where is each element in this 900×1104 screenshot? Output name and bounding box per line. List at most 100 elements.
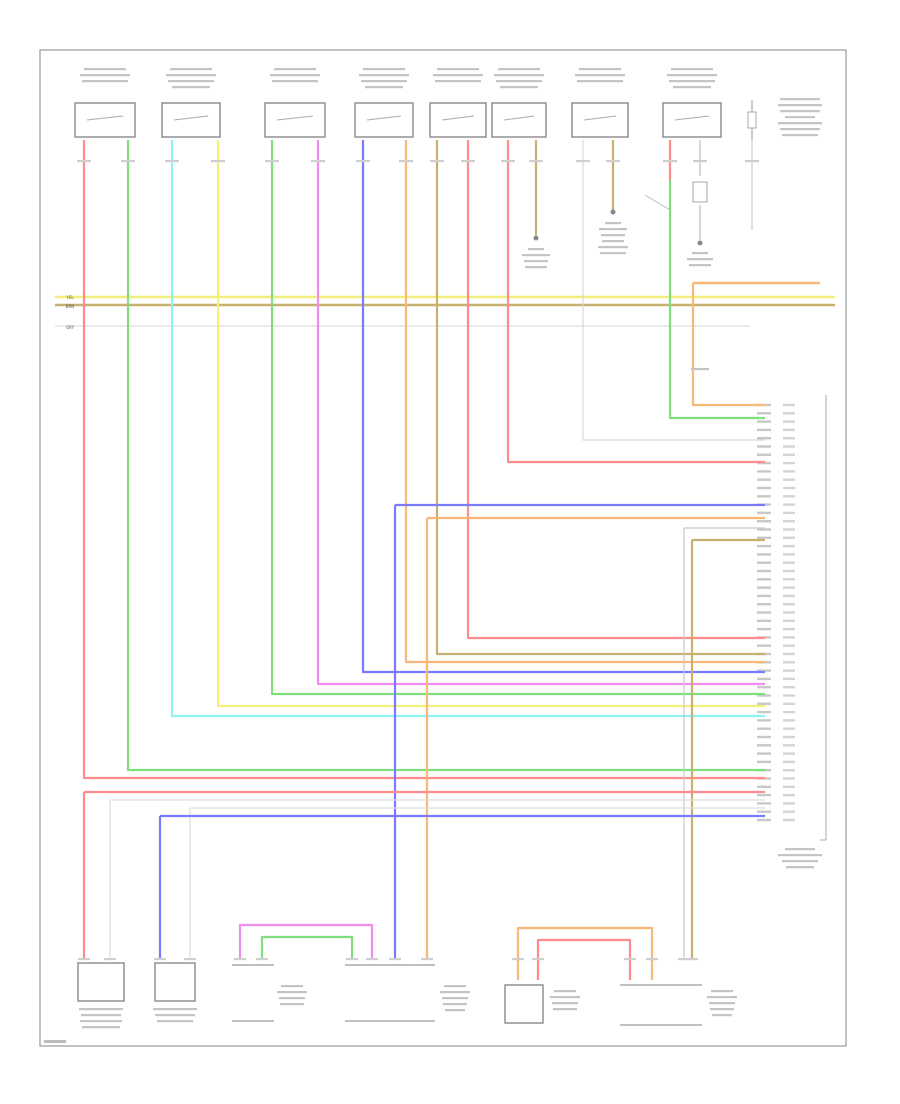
wire-tan bbox=[435, 140, 765, 656]
loop-wire-red bbox=[536, 938, 632, 980]
main-unit-pin-label bbox=[783, 735, 795, 739]
bottom-pin-label bbox=[624, 958, 636, 961]
top-component-label-line bbox=[172, 86, 210, 89]
main-unit-pin-label bbox=[783, 495, 795, 498]
ground-label-line bbox=[522, 254, 550, 257]
main-unit-pin-label bbox=[783, 412, 795, 415]
fuse-label-line bbox=[780, 110, 820, 113]
main-unit-pin-label bbox=[783, 769, 795, 772]
top-component-label bbox=[494, 68, 544, 89]
top-component-label-line bbox=[500, 86, 538, 89]
main-unit-pin-label bbox=[783, 553, 795, 556]
bottom-pin-label bbox=[678, 958, 690, 961]
bottom-pin-label bbox=[154, 958, 166, 961]
bottom-pin-label bbox=[512, 958, 524, 961]
main-unit-pin bbox=[757, 694, 771, 697]
top-component-label-line bbox=[82, 80, 128, 83]
footer-code bbox=[44, 1040, 66, 1043]
main-unit-pin-label bbox=[783, 710, 795, 714]
top-component-label-line bbox=[435, 80, 481, 83]
wire-gray bbox=[582, 140, 765, 441]
top-pin-label bbox=[663, 160, 677, 163]
top-component-label-line bbox=[494, 74, 544, 77]
main-unit-pin-label bbox=[783, 777, 795, 780]
top-pin-label bbox=[77, 160, 91, 163]
main-unit-pin-label bbox=[783, 652, 795, 656]
main-unit-pin-label bbox=[783, 603, 795, 606]
top-component-label-line bbox=[166, 74, 216, 77]
main-unit-pin bbox=[757, 686, 771, 689]
ground-label-line bbox=[599, 228, 627, 231]
main-unit-pin-label bbox=[783, 536, 795, 539]
main-unit-pin-label bbox=[783, 661, 795, 664]
main-unit-pin bbox=[757, 470, 771, 473]
main-unit-pin-label bbox=[783, 486, 795, 490]
bottom-component-label-line bbox=[552, 1002, 578, 1005]
main-unit-pin bbox=[757, 561, 771, 564]
main-unit-pin-label bbox=[783, 594, 795, 598]
main-unit-pin-label bbox=[783, 420, 795, 423]
top-component-label-line bbox=[577, 80, 623, 83]
main-unit-pin-label bbox=[783, 702, 795, 705]
loop-wire-orange bbox=[516, 926, 654, 980]
main-unit-pin-label bbox=[783, 586, 795, 589]
main-unit-pin bbox=[757, 569, 771, 573]
top-component-label bbox=[575, 68, 625, 83]
ground-label-line bbox=[692, 252, 708, 255]
main-unit-pin-label bbox=[783, 503, 795, 506]
bottom-component-label-line bbox=[550, 996, 580, 999]
main-unit-pin bbox=[757, 412, 771, 415]
fuse-label-line bbox=[780, 128, 820, 131]
main-unit-pin bbox=[757, 528, 771, 531]
main-unit-pin-label bbox=[783, 619, 795, 622]
bottom-pin-label bbox=[646, 958, 658, 961]
main-unit-pin-label bbox=[783, 636, 795, 639]
wire-red bbox=[506, 140, 765, 464]
main-unit-pin bbox=[757, 603, 771, 606]
wire-green bbox=[126, 140, 765, 772]
bottom-pin-label bbox=[389, 958, 401, 961]
top-component-label bbox=[166, 68, 216, 89]
bottom-component-label-line bbox=[442, 997, 468, 1000]
main-unit-pin-label bbox=[783, 686, 795, 689]
bottom-pin-label bbox=[234, 958, 246, 961]
top-component-label-line bbox=[365, 86, 403, 89]
top-component-box bbox=[491, 102, 547, 138]
ground-label bbox=[687, 252, 713, 267]
main-unit-label-line bbox=[786, 866, 814, 869]
wire-gray bbox=[644, 194, 671, 211]
bottom-component-label-line bbox=[280, 1003, 304, 1006]
bottom-component-box bbox=[504, 984, 544, 1024]
switch-contact bbox=[366, 115, 402, 121]
bottom-component-label-line bbox=[710, 1008, 734, 1011]
bottom-pin-label bbox=[366, 958, 378, 961]
top-pin-label bbox=[211, 160, 225, 163]
top-component-box bbox=[264, 102, 326, 138]
top-component-label-line bbox=[437, 68, 479, 71]
top-component-label-line bbox=[575, 74, 625, 77]
bottom-component-label-line bbox=[79, 1008, 123, 1011]
wire-orange bbox=[404, 140, 765, 664]
bottom-component-box bbox=[77, 962, 125, 1002]
top-component-label-line bbox=[667, 74, 717, 77]
main-unit-pin bbox=[757, 544, 771, 548]
ground-node bbox=[697, 240, 703, 246]
top-component-label-line bbox=[170, 68, 212, 71]
main-unit-pin-label bbox=[783, 752, 795, 755]
top-component-box bbox=[354, 102, 414, 138]
main-unit-pin-label bbox=[783, 520, 795, 523]
bottom-pin-label bbox=[421, 958, 433, 961]
ground-label-line bbox=[602, 240, 624, 243]
top-component-label bbox=[433, 68, 483, 83]
bottom-component-label-line bbox=[153, 1008, 197, 1011]
main-unit-pin-label bbox=[783, 403, 795, 407]
main-unit-pin bbox=[757, 627, 771, 631]
bottom-component-label-line bbox=[443, 1003, 467, 1006]
main-unit-pin bbox=[757, 445, 771, 448]
main-unit-pin bbox=[757, 793, 771, 797]
main-unit-pin-label bbox=[783, 802, 795, 805]
top-pin-label bbox=[311, 160, 325, 163]
main-unit-pin bbox=[757, 669, 771, 672]
ground-label-line bbox=[601, 234, 625, 237]
